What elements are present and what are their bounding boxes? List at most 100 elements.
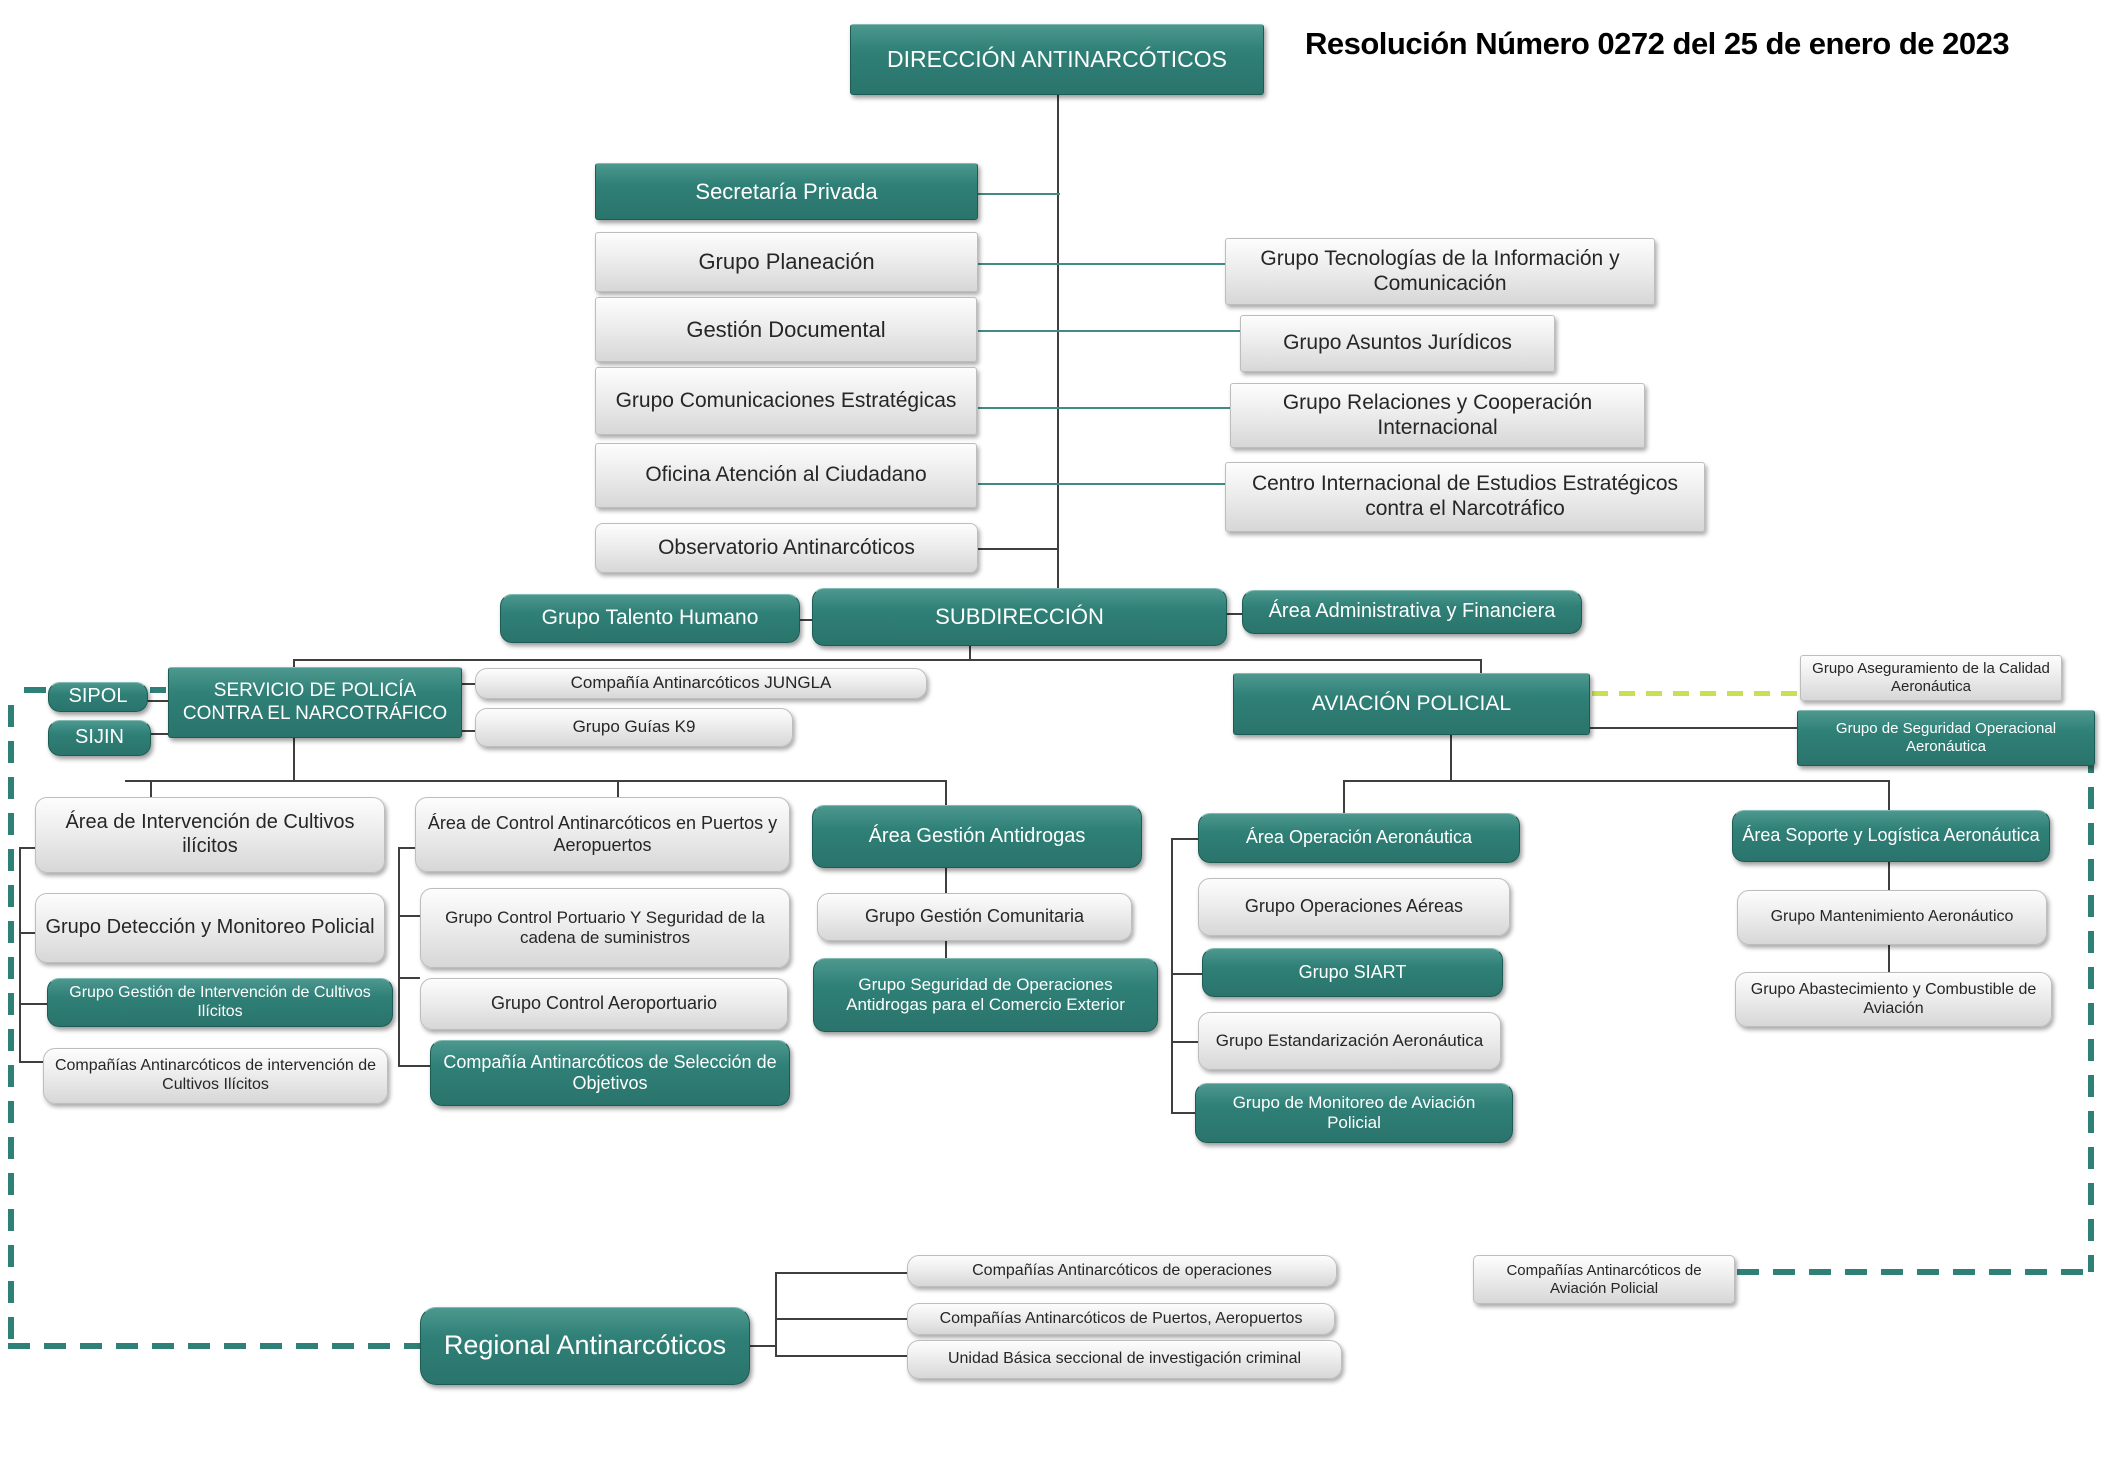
node-grupo-siart: Grupo SIART — [1202, 948, 1503, 997]
node-sipol: SIPOL — [48, 682, 148, 712]
connector-col3-link1 — [945, 867, 947, 893]
connector-row-documental — [978, 330, 1240, 332]
connector-talento-subdireccion — [798, 619, 812, 621]
dashed-left-to-regional — [8, 1343, 420, 1349]
node-tecnologias: Grupo Tecnologías de la Información y Co… — [1225, 238, 1655, 305]
connector-drop-col4 — [1343, 780, 1345, 813]
node-sijin: SIJIN — [48, 720, 151, 756]
connector-left-branch — [125, 780, 945, 782]
node-aseguramiento-calidad: Grupo Aseguramiento de la Calidad Aeroná… — [1800, 655, 2062, 701]
node-mantenimiento: Grupo Mantenimiento Aeronáutico — [1737, 890, 2047, 945]
node-direccion: DIRECCIÓN ANTINARCÓTICOS — [850, 24, 1264, 95]
connector-top-spine — [1057, 94, 1059, 588]
dashed-right-vertical — [2088, 715, 2094, 1272]
node-operaciones-aereas: Grupo Operaciones Aéreas — [1198, 878, 1510, 936]
dashed-aviacion-aseguramiento — [1592, 691, 1797, 696]
connector-row-planeacion — [978, 263, 1225, 265]
bracket-col2 — [398, 847, 400, 1065]
connector-row-observatorio — [978, 548, 1057, 550]
bracket-regional — [775, 1272, 777, 1357]
node-seguridad-operacional: Grupo de Seguridad Operacional Aeronáuti… — [1797, 710, 2095, 766]
node-gestion-documental: Gestión Documental — [595, 297, 977, 362]
dashed-left-vertical — [8, 705, 14, 1348]
connector-col5-link2 — [1888, 945, 1890, 972]
node-asuntos-juridicos: Grupo Asuntos Jurídicos — [1240, 315, 1555, 372]
node-area-administrativa: Área Administrativa y Financiera — [1242, 590, 1582, 634]
connector-col3-link2 — [945, 941, 947, 960]
node-control-aeroportuario: Grupo Control Aeroportuario — [420, 978, 788, 1030]
node-companias-puertos: Compañías Antinarcóticos de Puertos, Aer… — [907, 1303, 1335, 1335]
node-control-portuario: Grupo Control Portuario Y Seguridad de l… — [420, 888, 790, 968]
connector-drop-servicio — [293, 659, 295, 668]
connector-subdireccion-down — [969, 646, 971, 659]
node-monitoreo-aviacion: Grupo de Monitoreo de Aviación Policial — [1195, 1083, 1513, 1143]
node-compania-seleccion: Compañía Antinarcóticos de Selección de … — [430, 1040, 790, 1106]
bracket-col1-stub3 — [19, 1003, 47, 1005]
node-subdireccion: SUBDIRECCIÓN — [812, 588, 1227, 646]
bracket-col1-stub1 — [19, 847, 35, 849]
connector-aviacion-down — [1450, 735, 1452, 780]
node-centro-internacional: Centro Internacional de Estudios Estraté… — [1225, 462, 1705, 532]
connector-drop-col1 — [150, 780, 152, 797]
connector-drop-col3 — [945, 780, 947, 805]
node-area-intervencion: Área de Intervención de Cultivos ilícito… — [35, 797, 385, 873]
node-area-control: Área de Control Antinarcóticos en Puerto… — [415, 797, 790, 872]
node-oficina-atencion: Oficina Atención al Ciudadano — [595, 443, 977, 508]
bracket-col4 — [1171, 838, 1173, 1114]
node-servicio-policia: SERVICIO DE POLICÍA CONTRA EL NARCOTRÁFI… — [168, 667, 462, 738]
connector-col5-link1 — [1888, 862, 1890, 890]
bracket-col4-stub3 — [1171, 1041, 1198, 1043]
node-abastecimiento: Grupo Abastecimiento y Combustible de Av… — [1735, 972, 2052, 1027]
connector-right-branch — [1343, 780, 1888, 782]
node-gestion-comunitaria: Grupo Gestión Comunitaria — [817, 893, 1132, 941]
connector-subdireccion-administrativa — [1225, 613, 1242, 615]
bracket-col4-stub1 — [1171, 838, 1198, 840]
connector-drop-aviacion — [1480, 659, 1482, 674]
connector-servicio-jungla — [462, 683, 475, 685]
node-companias-aviacion: Compañías Antinarcóticos de Aviación Pol… — [1473, 1255, 1735, 1304]
dashed-sipol-right — [150, 687, 166, 693]
node-area-gestion-antidrogas: Área Gestión Antidrogas — [812, 805, 1142, 868]
bracket-col4-stub4 — [1171, 1112, 1195, 1114]
connector-sijin-servicio — [150, 733, 168, 735]
bracket-col1 — [19, 847, 21, 1063]
bracket-col2-stub2 — [398, 915, 420, 917]
bracket-regional-stub1 — [775, 1272, 907, 1274]
dashed-sipol-left — [24, 687, 48, 693]
connector-row-oficina — [978, 483, 1225, 485]
connector-row-comunicaciones — [978, 407, 1230, 409]
node-relaciones: Grupo Relaciones y Cooperación Internaci… — [1230, 383, 1645, 448]
node-area-soporte: Área Soporte y Logística Aeronáutica — [1732, 810, 2050, 862]
node-gestion-intervencion: Grupo Gestión de Intervención de Cultivo… — [47, 978, 393, 1027]
node-area-operacion: Área Operación Aeronáutica — [1198, 813, 1520, 863]
node-grupo-planeacion: Grupo Planeación — [595, 232, 978, 292]
node-secretaria-privada: Secretaría Privada — [595, 163, 978, 220]
dashed-right-to-companias-aviacion — [1737, 1269, 2089, 1275]
bracket-col4-stub2 — [1171, 973, 1202, 975]
node-deteccion-monitoreo: Grupo Detección y Monitoreo Policial — [35, 893, 385, 963]
node-guias-k9: Grupo Guías K9 — [475, 708, 793, 747]
bracket-col1-stub2 — [19, 932, 35, 934]
node-observatorio: Observatorio Antinarcóticos — [595, 523, 978, 573]
connector-row-secretaria — [978, 193, 1060, 195]
bracket-col2-stub4 — [398, 1065, 430, 1067]
connector-drop-col2 — [617, 780, 619, 797]
node-jungla: Compañía Antinarcóticos JUNGLA — [475, 668, 927, 699]
node-aviacion-policial: AVIACIÓN POLICIAL — [1233, 673, 1590, 735]
node-estandarizacion: Grupo Estandarización Aeronáutica — [1198, 1012, 1501, 1070]
connector-servicio-k9 — [462, 730, 475, 732]
connector-aviacion-seguridad — [1590, 727, 1797, 729]
node-regional: Regional Antinarcóticos — [420, 1307, 750, 1385]
node-companias-intervencion: Compañías Antinarcóticos de intervención… — [43, 1048, 388, 1104]
bracket-col2-stub3 — [398, 977, 420, 979]
connector-regional-bracket — [750, 1345, 777, 1347]
node-comunicaciones-estrategicas: Grupo Comunicaciones Estratégicas — [595, 367, 977, 435]
connector-sipol-servicio — [147, 700, 168, 702]
node-talento-humano: Grupo Talento Humano — [500, 594, 800, 643]
bracket-col1-stub4 — [19, 1061, 43, 1063]
node-companias-operaciones: Compañías Antinarcóticos de operaciones — [907, 1255, 1337, 1287]
resolution-title: Resolución Número 0272 del 25 de enero d… — [1305, 26, 2010, 61]
bracket-regional-stub3 — [775, 1355, 907, 1357]
node-seguridad-operaciones: Grupo Seguridad de Operaciones Antidroga… — [813, 958, 1158, 1032]
